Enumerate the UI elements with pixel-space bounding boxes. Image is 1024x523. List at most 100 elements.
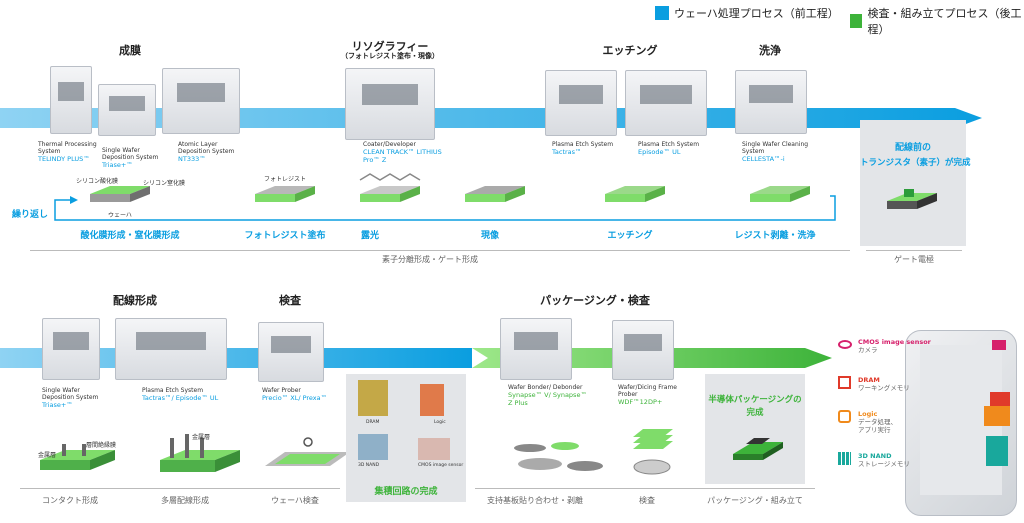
device-name: CMOS image sensor [858,338,931,346]
step-oxide: 酸化膜形成・窒化膜形成 [80,231,180,241]
stage-inspect: 検査 [279,294,301,307]
bottom-divider-2 [475,488,815,489]
eq-tactras-b: Plasma Etch System Tactras™/ Episode™ UL [142,387,237,402]
eq-synapse: Wafer Bonder/ Debonder Synapse™ V/ Synap… [508,384,588,407]
eq-name: TELINDY PLUS™ [38,155,90,163]
eq-episode: Plasma Etch System Episode™ UL [638,141,708,156]
eq-wdf: Wafer/Dicing Frame Prober WDF™12DP+ [618,384,698,406]
stack-icon [838,452,851,465]
bottom-divider-1 [20,488,340,489]
wafer-etch [605,186,665,202]
transistor-title-1: 配線前の [894,143,931,153]
eq-prober: Wafer Prober Precio™ XL/ Prexa™ [262,387,342,402]
legend-back-swatch [850,14,863,28]
top-group-divider [30,250,850,251]
pkg-complete-2: 完成 [746,408,764,418]
ic-complete: 集積回路の完成 [374,487,438,497]
pkg-complete-1: 半導体パッケージングの [708,395,802,405]
step-etch: エッチング [607,231,653,241]
device-desc: カメラ [858,346,878,354]
label-dram: DRAM [366,420,380,425]
eq-name: Triase+™ [42,401,73,409]
bottom-cross-sections [40,434,603,472]
transistor-panel [860,120,966,246]
eq-telindy: Thermal Processing System TELINDY PLUS™ [38,141,108,163]
eq-name: WDF™12DP+ [618,398,663,406]
eq-cap: Wafer Bonder/ Debonder [508,384,583,391]
top-group-label: 素子分離形成・ゲート形成 [382,255,478,264]
legend-front-label: ウェーハ処理プロセス（前工程） [674,7,839,20]
legend-front: ウェーハ処理プロセス（前工程） [655,5,839,21]
label-repeat: 繰り返し [11,210,48,220]
top-cross-sections [90,173,810,202]
pkg-panel [705,374,805,484]
result-divider [866,250,962,251]
group-multilayer: 多層配線形成 [161,496,209,505]
eq-cellesta: Single Wafer Cleaning System CELLESTA™-i [742,141,812,163]
eq-name: CLEAN TRACK™ LITHIUS Pro™ Z [363,148,442,164]
transistor-title-2: トランジスタ（素子）が完成 [860,158,971,168]
legend-front-swatch [655,6,669,20]
step-exposure: 露光 [360,231,379,241]
wafer-strip [750,186,810,202]
group-bonding: 支持基板貼り合わせ・剥離 [487,496,583,505]
device-name: 3D NAND [858,452,892,460]
label-metal1: 金属層 [38,452,57,459]
package-chip-icon [733,438,783,460]
eq-nt333: Atomic Layer Deposition System NT333™ [178,141,240,163]
machine-episode [625,70,707,136]
label-metal2: 金属層 [192,434,211,441]
group-wafer-inspect: ウェーハ検査 [271,496,319,505]
eq-name: Tactras™/ Episode™ UL [142,394,219,402]
label-logic: Logic [434,420,446,425]
device-desc: ストレージメモリ [858,460,910,468]
wafer-oxide [90,186,150,202]
eq-name: Episode™ UL [638,148,681,156]
machine-wdf [612,320,674,380]
gear-chip-icon [838,410,851,423]
chip-icon [838,376,851,389]
machine-cellesta [735,70,807,134]
eq-cap: Plasma Etch System [552,141,614,148]
stage-etch: エッチング [602,44,658,57]
label-sin: シリコン窒化膜 [143,180,186,187]
diced-wafer [633,429,673,475]
bonding-structure [514,442,603,471]
step-develop: 現像 [480,231,499,241]
multilayer-structure [160,434,240,472]
eq-name: Synapse™ V/ Synapse™ Z Plus [508,391,587,407]
eq-triase-b: Single Wafer Deposition System Triase+™ [42,387,112,409]
stage-litho-sub: （フォトレジスト塗布・現像） [341,52,439,60]
stage-litho: リソグラフィー [351,40,429,53]
label-sio: シリコン酸化膜 [76,178,119,185]
eq-cap: Single Wafer Deposition System [102,147,159,161]
device-desc: データ処理、アプリ実行 [858,418,897,434]
machine-nt333 [162,68,240,134]
label-wafer: ウェーハ [108,212,132,219]
phone-logic-chip [984,406,1010,426]
eq-name: NT333™ [178,155,206,163]
stage-deposition: 成膜 [119,44,141,57]
group-inspect: 検査 [639,496,655,505]
machine-telindy [50,66,92,134]
wafer-photoresist [255,186,315,202]
eq-cap: Single Wafer Cleaning System [742,141,809,155]
legend-back: 検査・組み立てプロセス（後工程） [850,5,1024,37]
wafer-exposure [359,173,421,202]
contact-structure [40,444,115,470]
eq-name: CELLESTA™-i [742,155,785,163]
machine-synapse [500,318,572,380]
transistor-icon [887,189,937,209]
stage-wiring: 配線形成 [113,294,157,307]
eq-cap: Plasma Etch System [142,387,204,394]
machine-tactras-b [115,318,227,380]
eq-cap: Single Wafer Deposition System [42,387,99,401]
repeat-loop [54,195,836,221]
stage-clean: 洗浄 [759,44,781,57]
ic-chips-illustration [358,380,450,460]
group-packaging: パッケージング・組み立て [707,496,803,505]
eq-name: Tactras™ [552,148,582,156]
eye-icon [838,340,852,349]
device-desc: ワーキングメモリ [858,384,910,392]
device-name: Logic [858,410,878,418]
